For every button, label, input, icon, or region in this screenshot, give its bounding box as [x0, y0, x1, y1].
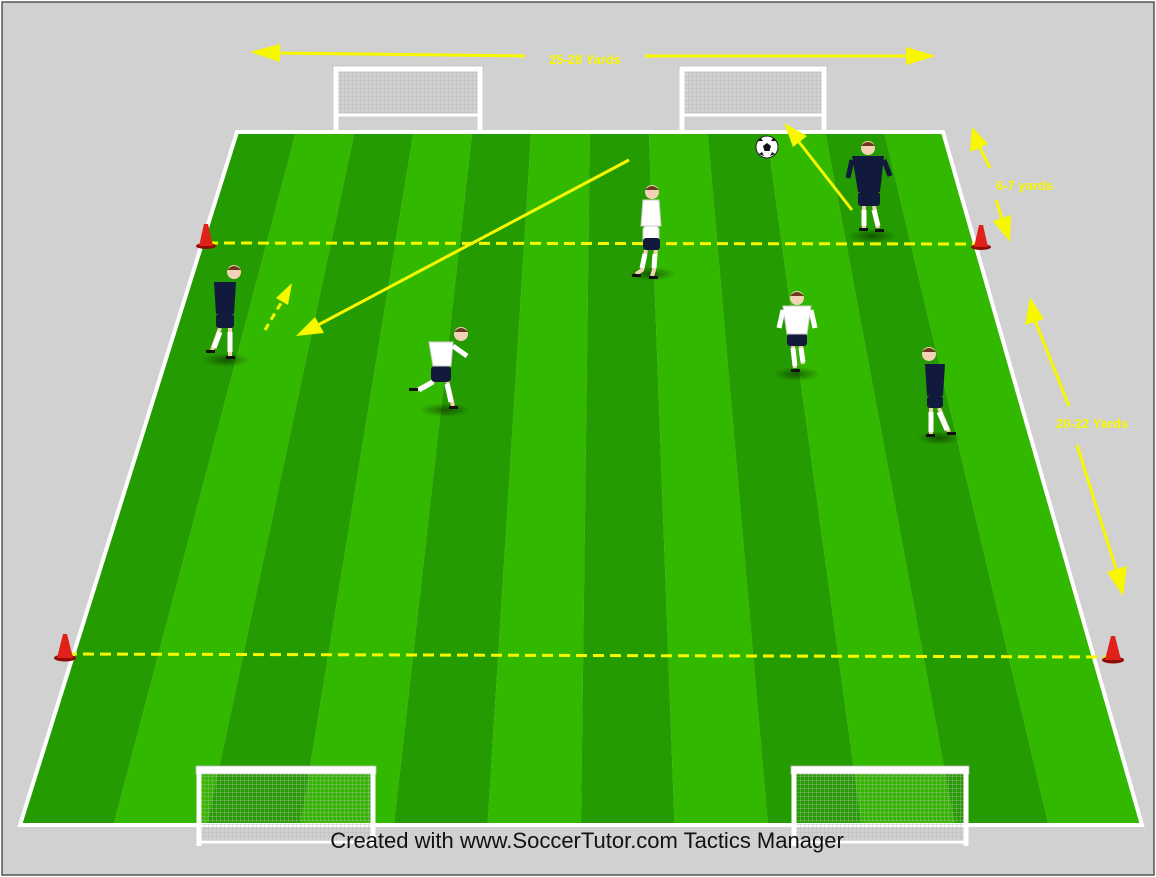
credit-text: Created with www.SoccerTutor.com Tactics… [330, 828, 844, 853]
middle-zone-length-label: 20-22 Yards [1056, 416, 1128, 431]
width-dimension-label: 25-28 Yards [549, 52, 621, 67]
soccer-ball-icon [756, 136, 778, 158]
end-zone-depth-label: 6-7 yards [996, 178, 1053, 193]
